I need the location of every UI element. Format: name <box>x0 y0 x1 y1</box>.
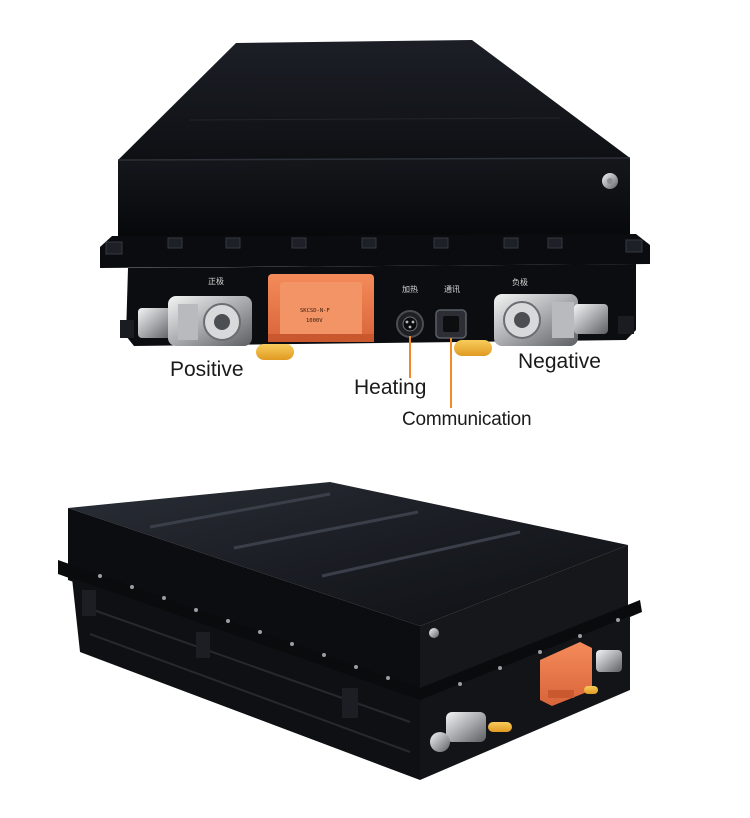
battery-top-face <box>118 40 630 160</box>
marking-heating: 加热 <box>402 284 418 294</box>
marking-positive: 正极 <box>208 276 224 286</box>
battery-lid-top <box>68 482 628 626</box>
base-brackets <box>82 590 358 718</box>
heating-port <box>396 310 424 338</box>
flange-rivets <box>98 574 620 686</box>
battery-bottom-flange <box>58 560 642 704</box>
svg-text:1000V: 1000V <box>306 318 323 324</box>
negative-terminal-connector <box>494 294 608 346</box>
marking-communication: 通讯 <box>444 284 460 294</box>
communication-label: Communication <box>402 409 532 430</box>
battery-lid-front <box>118 158 630 238</box>
battery-lid-right-side <box>420 545 628 700</box>
positive-label: Positive <box>170 358 244 381</box>
svg-text:SKCSD-N-F: SKCSD-N-F <box>300 308 330 314</box>
perspective-orange-connector <box>540 642 592 706</box>
battery-front-view: 正极 加热 通讯 负极 SKCSD-N-F 1000V <box>100 40 650 408</box>
yellow-protective-caps <box>256 340 492 360</box>
battery-lid-left-side <box>68 508 420 700</box>
communication-port <box>435 309 467 339</box>
heating-label: Heating <box>354 376 427 399</box>
battery-base-left <box>72 578 420 780</box>
flange-clips <box>105 237 643 255</box>
marking-negative: 负极 <box>512 277 528 287</box>
lid-ridges <box>149 492 521 578</box>
battery-perspective-view <box>58 482 642 780</box>
orange-hv-connector: SKCSD-N-F 1000V <box>268 274 374 342</box>
perspective-terminals <box>430 650 622 752</box>
negative-label: Negative <box>518 350 601 373</box>
positive-terminal-connector <box>138 296 252 346</box>
